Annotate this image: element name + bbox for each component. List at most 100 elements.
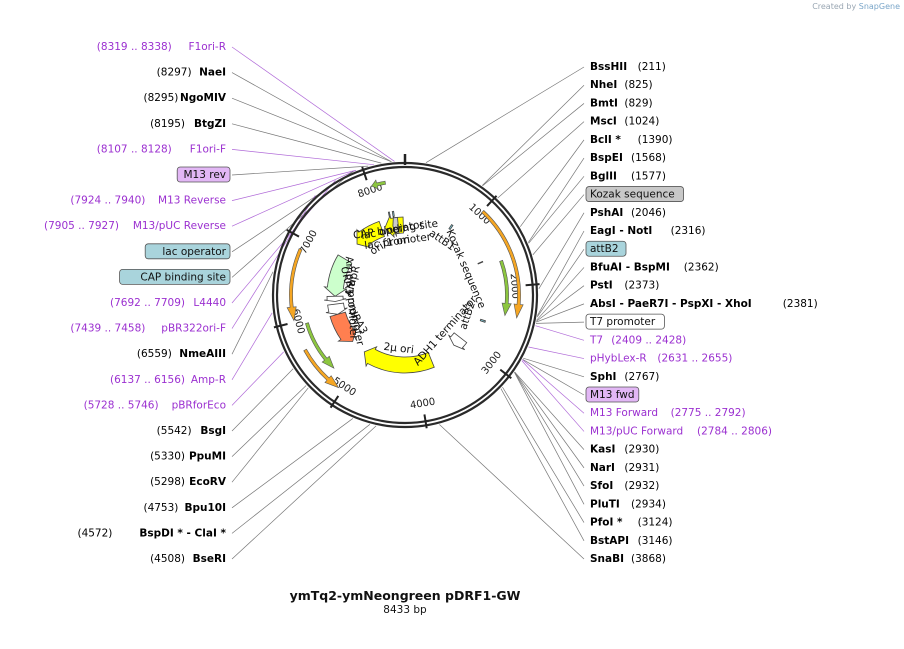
site-name-snabi: SnaBI (590, 553, 624, 565)
feature-cap-binding-site[interactable] (391, 210, 395, 217)
site-label-bsgi[interactable]: BsgI(5542) (157, 425, 226, 437)
leader-f1ori-f (231, 149, 374, 166)
site-name-cap-binding-site: CAP binding site (140, 271, 226, 283)
feature-adh1-terminator[interactable] (448, 332, 468, 351)
site-label-sfoi[interactable]: SfoI(2932) (590, 480, 659, 492)
feature-attb1[interactable] (448, 223, 454, 231)
leader-kozak-sequence (532, 194, 585, 256)
tick-mark-6000 (273, 323, 288, 329)
site-label-ngomiv[interactable]: NgoMIV(8295) (143, 92, 226, 104)
site-label-sphi[interactable]: SphI(2767) (590, 371, 659, 383)
site-label-nhei[interactable]: NheI(825) (590, 79, 653, 91)
site-pos-pbrforeco: (5728 .. 5746) (84, 399, 159, 411)
tick-label-4000: 4000 (409, 397, 436, 412)
site-label-bmti[interactable]: BmtI(829) (590, 97, 653, 109)
site-pos-pbr322ori-f: (7439 .. 7458) (70, 323, 145, 335)
site-name-kozak-sequence: Kozak sequence (590, 189, 675, 201)
site-label-kozak-sequence[interactable]: Kozak sequence (585, 186, 684, 202)
feature-ura3-promoter[interactable] (325, 302, 348, 315)
site-label-bstapi[interactable]: BstAPI(3146) (590, 535, 673, 547)
feature-ampr[interactable] (323, 254, 353, 297)
site-name-phyblex-r: pHybLex-R (590, 353, 647, 365)
feature-attb2[interactable] (479, 318, 486, 323)
site-name-nari: NarI (590, 462, 615, 474)
site-label-bglii[interactable]: BglII(1577) (590, 170, 666, 182)
site-label-nari[interactable]: NarI(2931) (590, 462, 659, 474)
site-label-t7-promoter[interactable]: T7 promoter (585, 313, 665, 330)
site-label-f1ori-r[interactable]: F1ori-R (8319 .. 8338) (97, 41, 226, 53)
feature-lac-promoter[interactable] (392, 214, 400, 237)
site-label-naei[interactable]: NaeI(8297) (157, 67, 226, 79)
site-label-bspei[interactable]: BspEI(1568) (590, 152, 666, 164)
site-label-absi-paer7i-pspxi-xhoi[interactable]: AbsI - PaeR7I - PspXI - XhoI(2381) (590, 298, 818, 310)
site-name-lac-operator: lac operator (162, 246, 226, 258)
site-label-ecorv[interactable]: EcoRV(5298) (150, 476, 227, 488)
site-label-msci[interactable]: MscI(1024) (590, 116, 659, 128)
site-name-pfoi: PfoI * (590, 517, 623, 529)
site-label-nmeaiii[interactable]: NmeAIII(6559) (137, 348, 226, 360)
site-box-lac-operator (144, 243, 231, 260)
site-pos-btgzi: (8195) (150, 118, 185, 130)
site-label-ppumi[interactable]: PpuMI(5330) (150, 451, 226, 463)
feature-ura3[interactable] (329, 311, 358, 342)
site-pos-amp-r: (6137 .. 6156) (110, 374, 185, 386)
site-label-pfoi[interactable]: PfoI *(3124) (590, 517, 673, 529)
backbone-outer-strand (271, 161, 539, 429)
site-name-kasi: KasI (590, 444, 615, 456)
site-label-amp-r[interactable]: Amp-R(6137 .. 6156) (110, 374, 226, 386)
site-name-bsshii: BssHII (590, 61, 627, 73)
feature-ori[interactable] (356, 220, 385, 249)
site-label-l4440[interactable]: L4440(7692 .. 7709) (110, 297, 226, 309)
site-label-bseri[interactable]: BseRI(4508) (150, 553, 226, 565)
site-label-bpu10i[interactable]: Bpu10I(4753) (143, 502, 226, 514)
leader-bseri (231, 425, 377, 560)
site-label-kasi[interactable]: KasI(2930) (590, 444, 659, 456)
site-label-m13-rev[interactable]: M13 rev (176, 166, 231, 183)
site-label-bsshii[interactable]: BssHII(211) (590, 61, 666, 73)
site-label-m13-reverse[interactable]: M13 Reverse(7924 .. 7940) (70, 195, 226, 207)
leader-pluti (514, 372, 585, 505)
site-label-m13-fwd[interactable]: M13 fwd (585, 386, 640, 403)
feature-kozak-sequence[interactable] (477, 260, 484, 265)
site-pos-f1ori-f: (8107 .. 8128) (97, 143, 172, 155)
site-label-pshai[interactable]: PshAI(2046) (590, 207, 666, 219)
site-label-eagi-noti[interactable]: EagI - NotI(2316) (590, 225, 706, 237)
site-label-pluti[interactable]: PluTI(2934) (590, 498, 666, 510)
site-name-bfuai-bspmi: BfuAI - BspMI (590, 261, 670, 273)
site-name-ngomiv: NgoMIV (180, 92, 227, 104)
site-label-bcli[interactable]: BclI *(1390) (590, 134, 673, 146)
site-name-ppumi: PpuMI (189, 451, 226, 463)
site-pos-pluti: (2934) (631, 498, 666, 510)
site-label-psti[interactable]: PstI(2373) (590, 280, 659, 292)
site-label-bfuai-bspmi[interactable]: BfuAI - BspMI (2362) (590, 261, 719, 273)
site-pos-f1ori-r: (8319 .. 8338) (97, 41, 172, 53)
feature-label-2-ori: 2µ ori (383, 341, 415, 356)
orf-arrows (286, 179, 524, 389)
site-label-phyblex-r[interactable]: pHybLex-R(2631 .. 2655) (590, 353, 732, 365)
feature-ampr-promoter[interactable] (324, 295, 347, 302)
feature-lac-operator[interactable] (387, 211, 391, 218)
site-label-pbr322ori-f[interactable]: pBR322ori-F(7439 .. 7458) (70, 323, 226, 335)
site-label-lac-operator[interactable]: lac operator (144, 243, 231, 260)
site-label-bspdi-clai[interactable]: BspDI * - ClaI *(4572) (77, 527, 226, 539)
site-name-f1ori-r: F1ori-R (189, 41, 226, 53)
feature-2-ori[interactable] (363, 345, 435, 374)
site-label-cap-binding-site[interactable]: CAP binding site (119, 268, 231, 285)
site-pos-bfuai-bspmi: (2362) (684, 261, 719, 273)
site-name-btgzi: BtgZI (194, 118, 226, 130)
leader-bspei (527, 157, 585, 243)
site-name-sfoi: SfoI (590, 480, 613, 492)
site-label-f1ori-f[interactable]: F1ori-F(8107 .. 8128) (97, 143, 226, 155)
site-pos-bseri: (4508) (150, 553, 185, 565)
site-name-bcli: BclI * (590, 134, 621, 146)
site-label-btgzi[interactable]: BtgZI (8195) (150, 118, 226, 130)
site-label-t7[interactable]: T7(2409 .. 2428) (589, 334, 686, 346)
site-label-m13-forward[interactable]: M13 Forward(2775 .. 2792) (590, 407, 746, 419)
orf-arrow-1 (481, 209, 524, 319)
leader-ecorv (231, 387, 309, 483)
site-label-m13-puc-reverse[interactable]: M13/pUC Reverse(7905 .. 7927) (44, 220, 226, 232)
site-label-m13-puc-forward[interactable]: M13/pUC Forward(2784 .. 2806) (590, 425, 772, 437)
site-label-pbrforeco[interactable]: pBRforEco(5728 .. 5746) (84, 399, 226, 411)
site-label-snabi[interactable]: SnaBI(3868) (590, 553, 666, 565)
site-label-attb2[interactable]: attB2 (585, 240, 627, 257)
